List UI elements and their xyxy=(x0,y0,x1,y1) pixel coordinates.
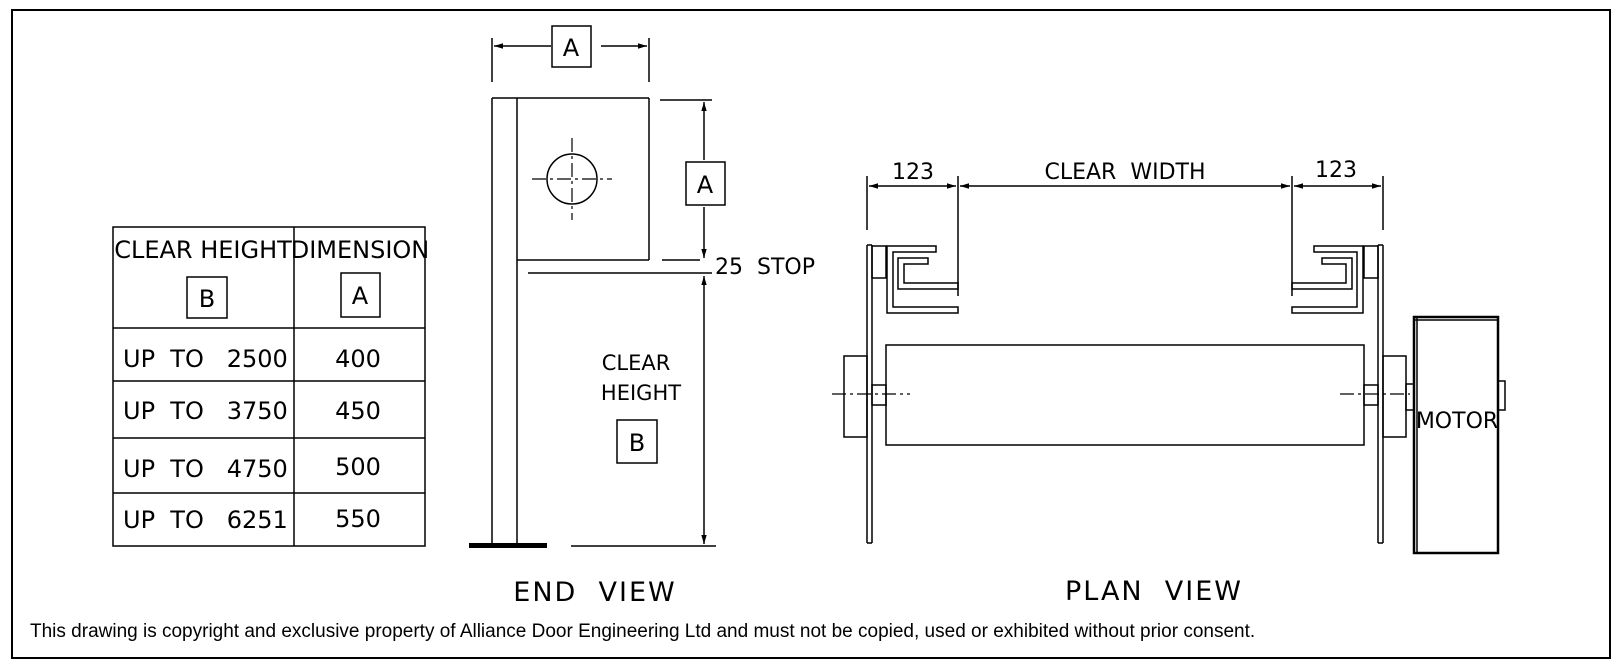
table-cell-dimension: 550 xyxy=(335,505,381,533)
clear-height-tag: B xyxy=(629,429,645,457)
motor-label: MOTOR xyxy=(1416,409,1498,434)
tag-box-top-a xyxy=(551,25,592,68)
plan-view-label: PLAN VIEW xyxy=(1065,576,1243,607)
stop-label: 25 STOP xyxy=(715,255,815,280)
copyright-notice: This drawing is copyright and exclusive … xyxy=(30,621,1255,642)
clear-height-line1: CLEAR xyxy=(602,351,671,375)
right-dim-label: 123 xyxy=(1315,158,1357,183)
table-cell-range: UP TO 6251 xyxy=(123,506,288,534)
table-header-clear-height: CLEAR HEIGHT xyxy=(114,236,292,264)
tag-box-b xyxy=(186,276,228,319)
plan-view xyxy=(832,176,1506,555)
table-row: UP TO 2500 400 xyxy=(123,345,381,373)
table-row: UP TO 4750 500 xyxy=(123,453,381,483)
dimension-table xyxy=(112,226,426,547)
table-row: UP TO 3750 450 xyxy=(123,397,381,425)
table-cell-range: UP TO 3750 xyxy=(123,397,288,425)
table-cell-range: UP TO 4750 xyxy=(123,455,288,483)
end-view-label: END VIEW xyxy=(513,577,676,608)
table-header-dimension: DIMENSION xyxy=(291,236,430,264)
clear-height-line2: HEIGHT xyxy=(601,381,681,405)
left-dim-label: 123 xyxy=(892,160,934,185)
top-dim-tag: A xyxy=(563,34,580,62)
table-cell-range: UP TO 2500 xyxy=(123,345,288,373)
tag-box-a xyxy=(340,272,381,318)
tag-box-side-a xyxy=(685,161,726,206)
table-row: UP TO 6251 550 xyxy=(123,505,381,534)
drawing-border xyxy=(11,9,1611,659)
table-cell-dimension: 450 xyxy=(335,397,381,425)
base-plate xyxy=(469,543,547,548)
roller-barrel xyxy=(885,344,1365,446)
clear-width-label: CLEAR WIDTH xyxy=(1044,160,1205,185)
table-header-clear-height-tag: B xyxy=(199,285,215,313)
side-dim-tag: A xyxy=(697,171,714,199)
tag-box-b-end xyxy=(616,419,658,464)
end-view xyxy=(469,25,726,548)
motor-housing xyxy=(1412,315,1500,555)
table-header-dimension-tag: A xyxy=(352,282,369,310)
table-cell-dimension: 400 xyxy=(335,345,381,373)
table-cell-dimension: 500 xyxy=(335,453,381,481)
shaft-circle xyxy=(546,153,598,205)
